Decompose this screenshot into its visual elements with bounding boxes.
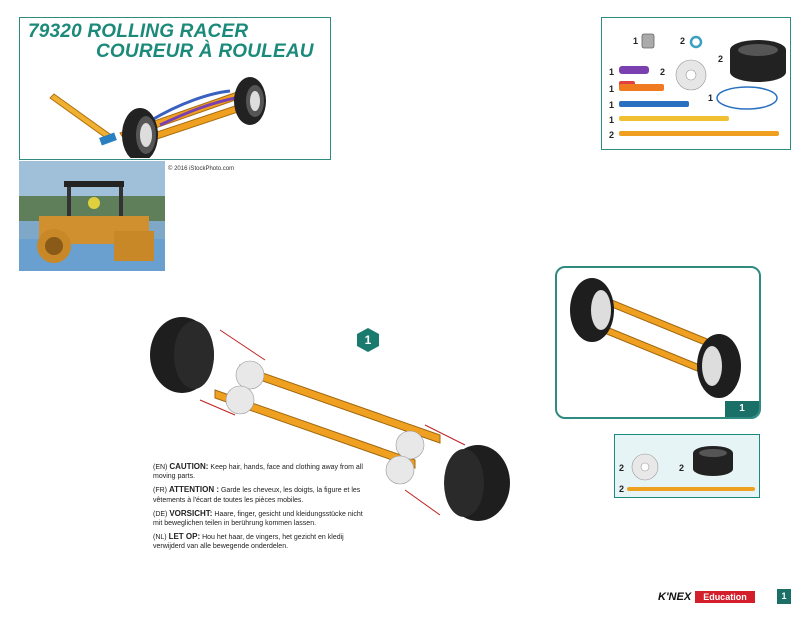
- part-qty: 1: [609, 115, 615, 125]
- photo-credit: © 2016 iStockPhoto.com: [168, 166, 235, 172]
- knex-education-logo: K'NEX Education: [658, 589, 755, 604]
- grey-connector-icon: [641, 33, 655, 49]
- caution-nl: (NL) LET OP: Hou het haar, de vingers, h…: [153, 532, 344, 551]
- step-number: 1: [364, 333, 372, 347]
- yellow-rod-icon: [619, 116, 729, 121]
- parts-list-panel: 1 2 2 1 2 1 1 1 2 1: [601, 17, 791, 150]
- title-panel: 79320 ROLLING RACER COUREUR À ROULEAU: [19, 17, 331, 160]
- caution-fr: (FR) ATTENTION : Garde les cheveux, les …: [153, 485, 361, 504]
- parts-illustrations: [619, 33, 786, 136]
- part-qty: 2: [619, 484, 625, 494]
- blue-rod-icon: [619, 101, 689, 107]
- step-result-panel: 1: [555, 266, 761, 419]
- part-qty: 2: [680, 36, 686, 46]
- white-gear-icon: [225, 360, 425, 485]
- caution-notice: (EN) CAUTION: Keep hair, hands, face and…: [153, 462, 363, 556]
- long-yellow-rod-icon: [627, 487, 755, 491]
- part-qty: 2: [660, 67, 666, 77]
- caution-en: (EN) CAUTION: Keep hair, hands, face and…: [153, 462, 363, 481]
- step-number-badge: [357, 328, 379, 352]
- step-parts-illustrations: [627, 446, 755, 491]
- step-tab: 1: [725, 401, 759, 417]
- part-qty: 1: [609, 67, 615, 77]
- page-number: 1: [777, 589, 791, 604]
- title-french: COUREUR À ROULEAU: [96, 41, 314, 62]
- part-qty: 2: [609, 130, 615, 140]
- blue-ring-icon: [689, 35, 703, 49]
- step-result-illustration: [570, 278, 741, 398]
- steamroller-image: [19, 161, 165, 271]
- part-qty: 1: [633, 36, 639, 46]
- long-yellow-rod-icon: [619, 131, 779, 136]
- rubber-band-icon: [716, 86, 778, 110]
- steamroller-photo: [19, 161, 165, 271]
- title-english: 79320 ROLLING RACER: [28, 21, 249, 42]
- main-assembly-illustration: [150, 317, 510, 521]
- white-spacer-gear-icon: [675, 59, 707, 91]
- assembled-racer-illustration: [49, 77, 266, 158]
- part-qty: 1: [609, 100, 615, 110]
- step-parts-panel: 2 2 2: [614, 434, 760, 498]
- part-qty: 1: [609, 84, 615, 94]
- caution-de: (DE) VORSICHT: Haare, finger, gesicht un…: [153, 508, 363, 528]
- part-qty: 1: [708, 93, 714, 103]
- part-qty: 2: [679, 463, 685, 473]
- orange-rod-icon: [619, 84, 664, 91]
- purple-rod-icon: [619, 66, 649, 74]
- part-qty: 2: [619, 463, 625, 473]
- part-qty: 2: [718, 54, 724, 64]
